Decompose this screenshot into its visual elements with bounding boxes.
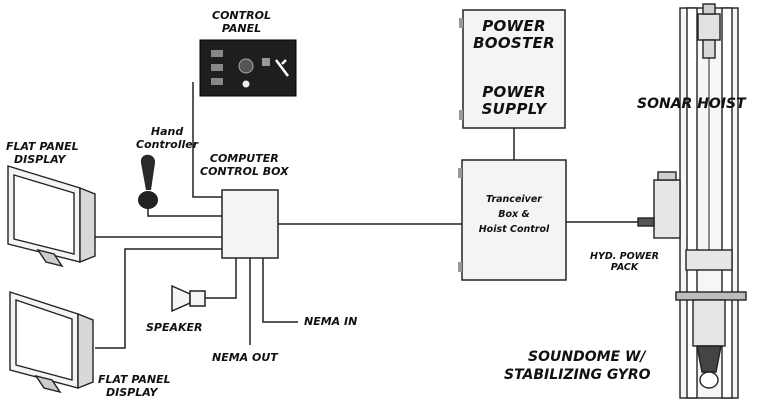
- transceiver-label-line-1: Tranceiver: [486, 194, 542, 205]
- flat-panel-display-bottom-label-line-2: DISPLAY: [106, 385, 158, 399]
- power-booster-label-line-2: BOOSTER: [473, 34, 555, 53]
- control-panel-label-line-2: PANEL: [221, 21, 262, 35]
- hand-controller-label-line-1: Hand: [150, 125, 184, 138]
- control-panel-device: [199, 39, 297, 97]
- power-supply-label-line-2: SUPPLY: [481, 100, 547, 119]
- transceiver-label: Tranceiver Box & Hoist Control: [462, 192, 566, 238]
- flat-panel-display-top-label-line-2: DISPLAY: [14, 152, 66, 166]
- computer-control-box-label: COMPUTER CONTROL BOX: [200, 152, 289, 178]
- hyd-power-pack-label-line-1: HYD. POWER: [590, 251, 659, 262]
- computer-control-box-device: [221, 189, 279, 259]
- soundome-label-line-1: SOUNDOME W/: [528, 349, 646, 365]
- flat-panel-display-top-label-line-1: FLAT PANEL: [6, 140, 79, 153]
- power-supply-label: POWER SUPPLY: [463, 83, 565, 119]
- sonar-hoist-device: [675, 3, 747, 399]
- control-panel-label: CONTROL PANEL: [212, 9, 271, 35]
- transceiver-box-device: [461, 159, 567, 281]
- speaker-label: SPEAKER: [146, 321, 203, 334]
- wire-speaker-to-box: [205, 258, 237, 299]
- hand-controller-label-line-2: Controller: [136, 137, 199, 151]
- hyd-power-pack-device: [637, 171, 681, 239]
- sonar-hoist-label: SONAR HOIST: [637, 96, 746, 112]
- flat-panel-display-top-device: [7, 165, 96, 268]
- power-supply-label-line-1: POWER: [482, 83, 546, 101]
- flat-panel-display-bottom-device: [9, 291, 94, 394]
- power-booster-label: POWER BOOSTER: [463, 17, 565, 53]
- hand-controller-label: Hand Controller: [136, 125, 199, 151]
- soundome-label-line-2: STABILIZING GYRO: [504, 367, 651, 384]
- flat-panel-display-bottom-label-line-1: FLAT PANEL: [98, 373, 171, 386]
- computer-control-box-label-line-2: CONTROL BOX: [200, 164, 289, 178]
- hand-controller-device: [138, 154, 158, 209]
- wire-controller-to-box: [147, 207, 222, 217]
- power-booster-supply-device: [462, 9, 566, 129]
- flat-panel-display-bottom-label: FLAT PANEL DISPLAY: [98, 373, 171, 399]
- power-booster-label-line-1: POWER: [482, 17, 546, 35]
- hyd-power-pack-label: HYD. POWER PACK: [590, 251, 659, 274]
- nema-out-label: NEMA OUT: [212, 351, 278, 364]
- wire-display-bottom-to-box: [95, 248, 222, 349]
- wire-nema-in: [262, 258, 298, 323]
- nema-in-label: NEMA IN: [304, 315, 358, 328]
- speaker-device: [171, 284, 206, 313]
- flat-panel-display-top-label: FLAT PANEL DISPLAY: [6, 140, 79, 166]
- control-panel-label-line-1: CONTROL: [212, 9, 271, 22]
- hyd-power-pack-label-line-2: PACK: [610, 261, 639, 273]
- soundome-label: SOUNDOME W/ STABILIZING GYRO: [504, 348, 651, 384]
- transceiver-label-line-2: Box &: [498, 209, 530, 221]
- wire-panel-to-box: [192, 82, 222, 198]
- transceiver-label-line-3: Hoist Control: [478, 224, 550, 236]
- computer-control-box-label-line-1: COMPUTER: [209, 152, 279, 165]
